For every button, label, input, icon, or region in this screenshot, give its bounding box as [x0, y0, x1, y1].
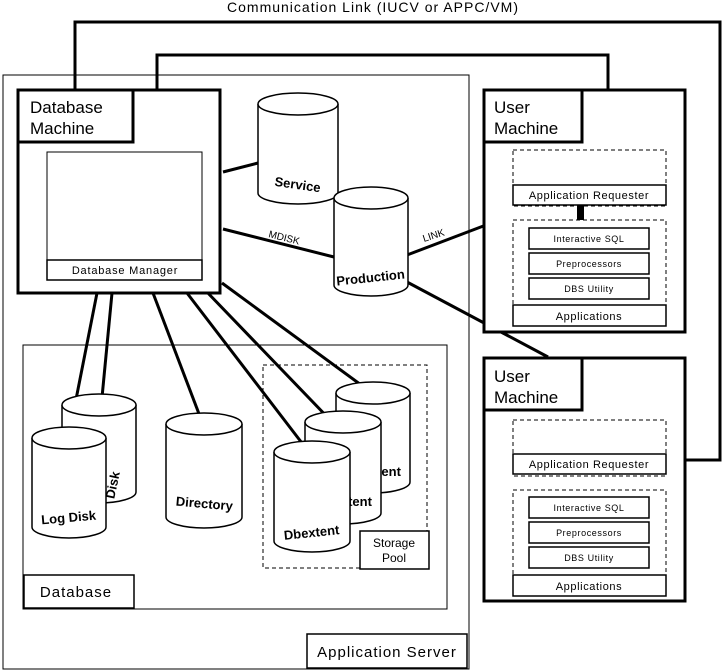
production-label: Production — [336, 266, 406, 288]
user-machine-bottom-preprocessors-box — [528, 521, 650, 544]
directory-cylinder: Directory — [165, 412, 243, 529]
application-server-label: Application Server — [317, 644, 457, 661]
user-machine-bottom-requester-label: Application Requester — [529, 459, 649, 471]
user-machine-bottom-apps-region — [512, 489, 667, 597]
user-machine-bottom-title-box — [482, 356, 584, 412]
user-machine-top-interactive-sql-label: Interactive SQL — [553, 234, 624, 244]
user-machine-bottom-interactive-sql-label: Interactive SQL — [553, 503, 624, 513]
user-machine-top: User Machine Application Requester Inter… — [482, 88, 687, 334]
communication-link-outer — [73, 20, 722, 462]
user-machine-bottom-title-line1: User — [494, 367, 530, 386]
database-manager-label: Database Manager — [72, 265, 178, 277]
application-server-label-box — [306, 633, 468, 669]
user-machine-top-requester-label: Application Requester — [529, 190, 649, 202]
user-machine-top-dbs-utility-box — [528, 277, 650, 300]
user-machine-top-link-connector — [577, 205, 584, 220]
user-machine-top-preprocessors-box — [528, 252, 650, 275]
user-machine-top-applications-label: Applications — [556, 311, 623, 323]
user-machine-top-title-box — [482, 88, 584, 144]
user-machine-bottom-dbs-utility-box — [528, 546, 650, 569]
user-machine-bottom: User Machine Application Requester Inter… — [482, 356, 687, 603]
storage-pool-label-line1: Storage — [373, 536, 415, 550]
communication-link-inner — [155, 53, 610, 90]
user-machine-bottom-applications-box — [512, 574, 667, 597]
database-label-box — [23, 574, 135, 609]
database-machine-title-line2: Machine — [30, 119, 94, 138]
service-disk: Service — [257, 92, 339, 205]
user-machine-bottom-requester-box — [512, 453, 667, 475]
user-machine-top-applications-box — [512, 304, 667, 327]
directory-label: Directory — [175, 494, 234, 514]
storage-pool-label-line2: Pool — [382, 551, 406, 565]
user-machine-bottom-interactive-sql-box — [528, 496, 650, 519]
production-disk: Production — [333, 186, 409, 297]
user-machine-top-apps-region — [512, 219, 667, 327]
user-machine-top-title-line2: Machine — [494, 119, 558, 138]
dbextent-back-partial-label: tent — [377, 464, 402, 479]
database-label: Database — [40, 584, 112, 601]
log-disk-cylinder: Log Disk — [31, 426, 107, 539]
user-machine-top-interactive-sql-box — [528, 227, 650, 250]
database-manager-box — [46, 259, 203, 281]
database-region — [22, 344, 448, 610]
user-machine-top-requester-box — [512, 184, 667, 206]
dbextent-label: Dbextent — [283, 522, 341, 543]
user-machine-bottom-dbs-utility-label: DBS Utility — [564, 553, 614, 563]
service-label: Service — [274, 174, 322, 195]
user-machine-top-title-line1: User — [494, 98, 530, 117]
user-machine-bottom-applications-label: Applications — [556, 581, 623, 593]
communication-link-title: Communication Link (IUCV or APPC/VM) — [227, 0, 519, 15]
database-machine-title-box — [16, 88, 135, 144]
user-machine-top-preprocessors-label: Preprocessors — [556, 259, 622, 269]
database-machine-title-line1: Database — [30, 98, 103, 117]
user-machine-bottom-title-line2: Machine — [494, 388, 558, 407]
disk-partial-label: Disk — [102, 469, 123, 500]
application-server-box — [2, 74, 470, 670]
dbextent-cylinder-front: Dbextent — [273, 440, 351, 553]
user-machine-bottom-preprocessors-label: Preprocessors — [556, 528, 622, 538]
storage-pool-region — [262, 364, 428, 569]
dbextent-middle-partial-label: tent — [348, 494, 373, 509]
user-machine-top-dbs-utility-label: DBS Utility — [564, 284, 614, 294]
storage-pool-label-box — [359, 530, 430, 570]
log-disk-label: Log Disk — [41, 508, 98, 528]
